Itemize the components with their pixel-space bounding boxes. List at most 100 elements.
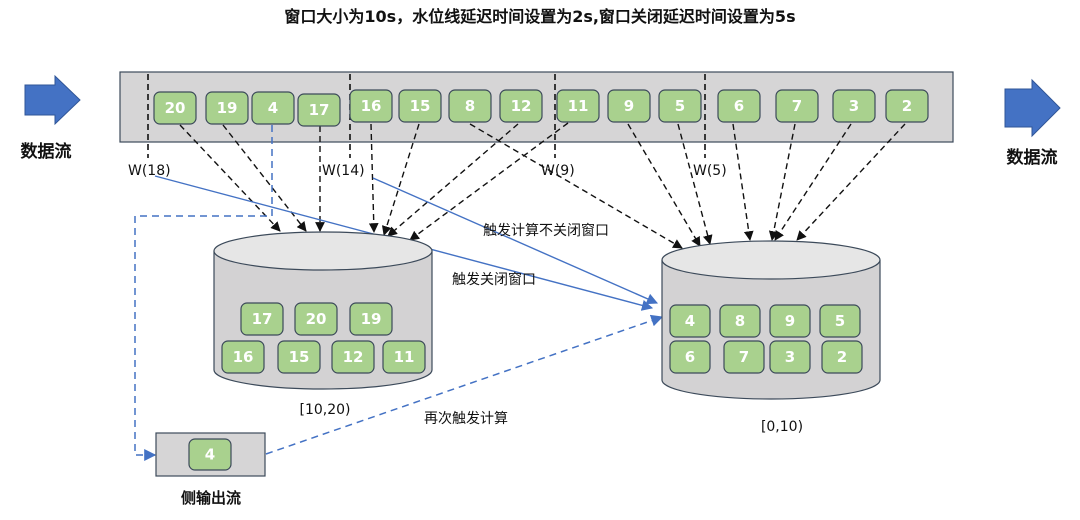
element-box [251,91,295,125]
window-0-10-element-3: 3 [769,340,811,374]
window-10-20-element-17: 17 [240,302,284,336]
element-box [205,91,249,125]
assign-arrow-5 [677,123,713,245]
stream-element-5: 5 [658,89,702,123]
stream-element-6: 6 [717,89,761,123]
element-value: 16 [361,97,382,115]
element-value: 16 [233,348,254,366]
element-box [398,89,442,123]
element-box [297,93,341,127]
side-output-label: 侧输出流 [181,489,241,507]
assign-arrow-3 [774,123,852,241]
trigger-compute-line-w14 [372,177,659,305]
element-value: 19 [217,99,238,117]
assign-arrow-9 [627,123,701,247]
element-box [719,304,761,338]
element-value: 15 [289,348,310,366]
stream-element-11: 11 [556,89,600,123]
output-flow-arrow-icon [1004,78,1061,138]
window-10-20-element-15: 15 [277,340,321,374]
stream-element-16: 16 [349,89,393,123]
element-box [775,89,819,123]
assign-arrow-20 [179,124,281,232]
watermark-label-w9: W(9) [541,163,575,179]
input-flow-arrow-icon [24,74,81,126]
window-10-20-element-20: 20 [294,302,338,336]
element-value: 17 [252,310,273,328]
element-value: 3 [785,348,795,366]
element-box [832,89,876,123]
stream-element-12: 12 [499,89,543,123]
element-box [382,340,426,374]
window-0-10-range-label: [0,10) [761,419,803,435]
element-value: 20 [306,310,327,328]
output-flow-label: 数据流 [1007,147,1058,168]
stream-element-19: 19 [205,91,249,125]
window-10-20-elements: 17 20 19 16 15 12 11 [221,302,426,374]
window-0-10-element-6: 6 [669,340,711,374]
stream-element-8: 8 [448,89,492,123]
element-box [885,89,929,123]
element-box [669,340,711,374]
assign-arrow-2 [796,123,906,241]
window-10-20-element-11: 11 [382,340,426,374]
element-box [658,89,702,123]
element-box [331,340,375,374]
element-box [240,302,284,336]
stream-element-7: 7 [775,89,819,123]
side-output-elements: 4 [188,438,232,471]
watermark-label-w14: W(14) [322,163,365,179]
element-box [349,89,393,123]
element-value: 17 [309,101,330,119]
element-box [277,340,321,374]
element-value: 4 [268,99,278,117]
element-value: 3 [849,97,859,115]
element-value: 12 [511,97,532,115]
assign-arrow-8 [469,123,683,249]
element-box [294,302,338,336]
window-10-20-range-label: [10,20) [299,402,350,418]
element-value: 7 [739,348,749,366]
element-value: 20 [165,99,186,117]
element-value: 4 [205,446,215,464]
element-box [499,89,543,123]
diagram-title: 窗口大小为10s，水位线延迟时间设置为2s,窗口关闭延迟时间设置为5s [284,7,795,26]
element-value: 2 [902,97,912,115]
stream-element-9: 9 [607,89,651,123]
element-box [607,89,651,123]
element-value: 6 [734,97,744,115]
element-value: 5 [835,312,845,330]
element-box [349,302,393,336]
assignment-arrows [179,122,906,249]
element-box [221,340,265,374]
assign-arrow-16 [368,123,379,233]
annotation-trigger-no-close: 触发计算不关闭窗口 [483,222,609,239]
element-value: 9 [624,97,634,115]
late-element-path [134,125,273,461]
element-box [153,91,197,125]
element-value: 11 [568,97,589,115]
element-value: 12 [343,348,364,366]
window-10-20-element-16: 16 [221,340,265,374]
stream-element-4: 4 [251,91,295,125]
assign-arrow-19 [222,124,307,232]
window-0-10-element-2: 2 [821,340,863,374]
element-value: 11 [394,348,415,366]
annotation-trigger-close: 触发关闭窗口 [452,271,536,288]
element-value: 19 [361,310,382,328]
stream-elements: 20 19 4 17 16 15 8 12 11 9 5 6 7 3 2 [153,89,929,127]
element-value: 8 [465,97,475,115]
stream-element-15: 15 [398,89,442,123]
window-0-10-element-5: 5 [819,304,861,338]
element-box [188,438,232,471]
retrigger-line [265,314,664,455]
element-value: 5 [675,97,685,115]
element-box [723,340,765,374]
element-box [769,304,811,338]
window-0-10-element-8: 8 [719,304,761,338]
element-box [669,304,711,338]
element-box [819,304,861,338]
element-box [769,340,811,374]
